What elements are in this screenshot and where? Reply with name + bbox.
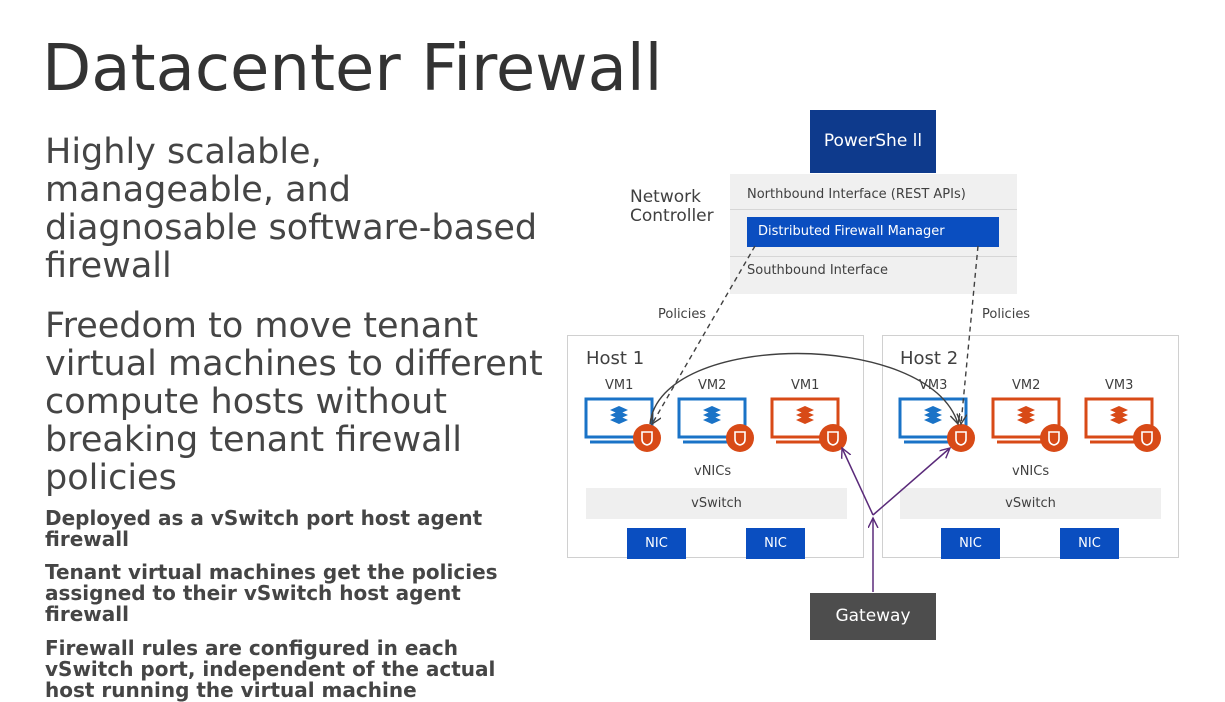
bullet-tenant-policies: Tenant virtual machines get the policies… [45,560,498,626]
gateway-box: Gateway [810,593,936,640]
host-1-nic: NIC [627,528,686,559]
host-1-box [567,335,864,558]
host-1-vm-label: VM1 [791,378,820,393]
host-2-vm-label: VM3 [1105,378,1134,393]
host-1-vm-label: VM1 [605,378,634,393]
policy-arrow-left [652,245,756,424]
southbound-interface: Southbound Interface [747,263,889,278]
host-1-nic: NIC [746,528,805,559]
vm-monitor-icon [677,397,754,452]
bullet-deployed: Deployed as a vSwitch port host agent fi… [45,506,483,551]
shield-icon [819,424,847,452]
policy-arrow-right [961,245,979,424]
northbound-interface: Northbound Interface (REST APIs) [747,187,966,202]
host-2-nic: NIC [1060,528,1119,559]
host-1-vm-label: VM2 [698,378,727,393]
shield-icon [633,424,661,452]
powershell-box: PowerShe ll [810,110,936,173]
bullet-scalable: Highly scalable, manageable, and diagnos… [45,132,538,286]
policies-label-left: Policies [658,307,707,322]
host-1-vnics-label: vNICs [694,464,732,479]
shield-icon [947,424,975,452]
gateway-arrow-host1 [842,448,874,516]
nc-divider [730,256,1017,257]
nc-divider [730,209,1017,210]
migration-arrow [649,352,958,425]
vm-monitor-icon [1084,397,1161,452]
host-2-vm-label: VM3 [919,378,948,393]
vm-monitor-icon [898,397,975,452]
host-2-box [882,335,1179,558]
host-1-title: Host 1 [586,348,645,369]
host-2-vnics-label: vNICs [1012,464,1050,479]
host-2-nic: NIC [941,528,1000,559]
host-1-vswitch: vSwitch [586,488,847,519]
policies-label-right: Policies [982,307,1031,322]
bullet-freedom: Freedom to move tenant virtual machines … [45,306,543,498]
host-2-title: Host 2 [900,348,959,369]
vm-monitor-icon [991,397,1068,452]
slide-title: Datacenter Firewall [42,32,663,106]
vm-monitor-icon [770,397,847,452]
vm-icons-layer [584,397,1161,452]
host-2-vswitch: vSwitch [900,488,1161,519]
shield-icon [1040,424,1068,452]
network-controller-label: Network Controller [630,187,714,226]
shield-icon [1133,424,1161,452]
host-2-vm-label: VM2 [1012,378,1041,393]
shield-icon [726,424,754,452]
vm-monitor-icon [584,397,661,452]
gateway-arrow-host2 [872,448,950,516]
distributed-firewall-manager: Distributed Firewall Manager [747,217,999,247]
